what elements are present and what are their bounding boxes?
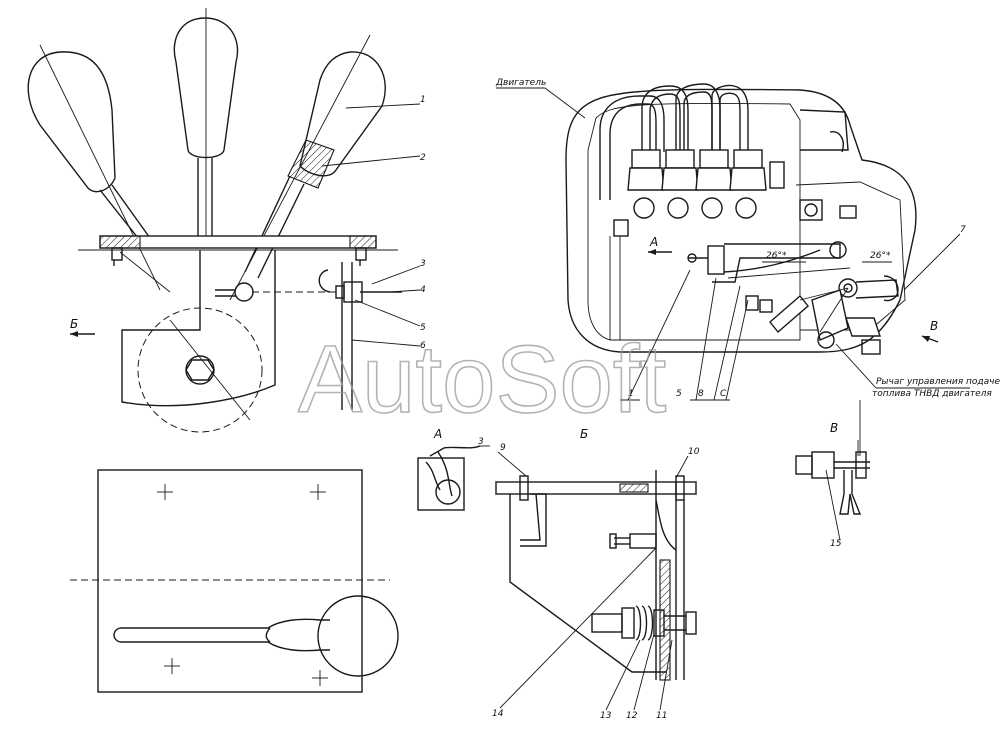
lever-assembly-side-view	[27, 8, 402, 433]
callout-10: 10	[688, 447, 700, 457]
lever-label-line2: топлива ТНВД двигателя	[872, 389, 992, 399]
callout-6: 6	[420, 341, 426, 351]
callout-5b: 5	[676, 389, 682, 399]
lever-plan-view	[70, 469, 399, 693]
callout-c: С	[720, 389, 727, 399]
angle-label-left: 26°*	[766, 251, 787, 261]
injector-row	[613, 149, 785, 237]
callout-15: 15	[830, 539, 842, 549]
view-b-arrow-label: Б	[70, 317, 78, 331]
callout-12: 12	[626, 711, 638, 721]
callout-7: 7	[960, 225, 966, 235]
callout-13: 13	[600, 711, 612, 721]
view-a-arrow-label: А	[649, 235, 658, 249]
view-v-title: В	[830, 421, 838, 435]
engine-label: Двигатель	[495, 78, 546, 88]
view-a-title: А	[433, 427, 442, 441]
watermark: AutoSoft	[298, 326, 666, 433]
callout-3b: 3	[478, 437, 484, 447]
angle-label-right: 26°*	[870, 251, 891, 261]
labels: Двигатель Рычаг управления подачей топли…	[70, 78, 1000, 721]
view-b-title: Б	[580, 427, 588, 441]
callout-1b: 1	[628, 389, 634, 399]
callout-3: 3	[420, 259, 426, 269]
view-v-arrow-label: В	[930, 319, 938, 333]
callout-9: 9	[500, 443, 506, 453]
view-a-detail	[417, 445, 490, 511]
callout-8: 8	[698, 389, 704, 399]
callout-4: 4	[420, 285, 426, 295]
callout-14: 14	[492, 709, 504, 719]
bracket-section-detail	[495, 470, 697, 681]
engine-view	[565, 83, 939, 355]
leaders-bottom	[497, 451, 841, 711]
callout-5: 5	[420, 323, 426, 333]
leaders-left	[321, 103, 421, 347]
view-v-detail	[795, 400, 870, 515]
lever-label-line1: Рычаг управления подачей	[876, 377, 1000, 387]
callout-1: 1	[420, 95, 426, 105]
leaders-right	[496, 87, 970, 401]
callout-11: 11	[656, 711, 667, 721]
callout-2: 2	[420, 153, 426, 163]
